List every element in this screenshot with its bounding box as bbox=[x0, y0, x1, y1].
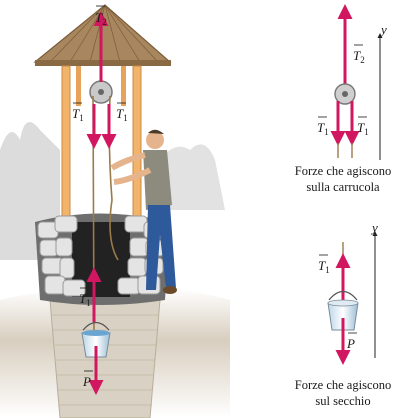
p-label-well: P bbox=[82, 374, 91, 389]
t2-label-fbd: T bbox=[353, 48, 361, 63]
bucket-free-body-diagram: y T1 P bbox=[318, 220, 378, 365]
p-label-fbd: P bbox=[346, 336, 355, 351]
y-axis-top-label: y bbox=[379, 22, 387, 37]
svg-text:T2: T2 bbox=[353, 48, 365, 65]
well-shaft bbox=[49, 299, 161, 418]
svg-text:T1: T1 bbox=[318, 258, 330, 275]
bucket-caption-line1: Forze che agiscono bbox=[294, 378, 392, 392]
svg-text:T1: T1 bbox=[116, 106, 128, 123]
bucket-caption: Forze che agiscono sul secchio bbox=[268, 377, 418, 409]
man-pulling-rope bbox=[110, 129, 177, 294]
pulley-caption: Forze che agiscono sulla carrucola bbox=[268, 163, 418, 195]
t1-left-label-fbd: T bbox=[317, 120, 325, 135]
t2-label-well: T bbox=[95, 10, 103, 25]
svg-text:T1: T1 bbox=[79, 291, 91, 308]
well-roof bbox=[33, 4, 172, 66]
t1-right-label-well: T bbox=[116, 106, 124, 121]
vector-overbars bbox=[73, 5, 367, 372]
well-force-labels: T2 T1 T1 T1 P bbox=[72, 10, 128, 389]
t1-bucket-label-well: T bbox=[79, 291, 87, 306]
bucket-caption-line2: sul secchio bbox=[315, 394, 371, 408]
pulley-free-body-diagram: y T2 T1 T1 bbox=[317, 4, 387, 160]
y-axis-bottom-label: y bbox=[370, 220, 378, 235]
t1-right-label-fbd: T bbox=[357, 120, 365, 135]
well-bucket bbox=[81, 321, 111, 358]
t1-left-label-well: T bbox=[72, 106, 80, 121]
svg-text:T1: T1 bbox=[317, 120, 329, 137]
t1-label-fbd-bucket: T bbox=[318, 258, 326, 273]
svg-text:T2: T2 bbox=[95, 10, 107, 27]
svg-text:T1: T1 bbox=[357, 120, 369, 137]
svg-text:T1: T1 bbox=[72, 106, 84, 123]
well-force-arrows bbox=[86, 11, 117, 395]
pulley-caption-line2: sulla carrucola bbox=[306, 180, 380, 194]
pulley-caption-line1: Forze che agiscono bbox=[294, 164, 392, 178]
